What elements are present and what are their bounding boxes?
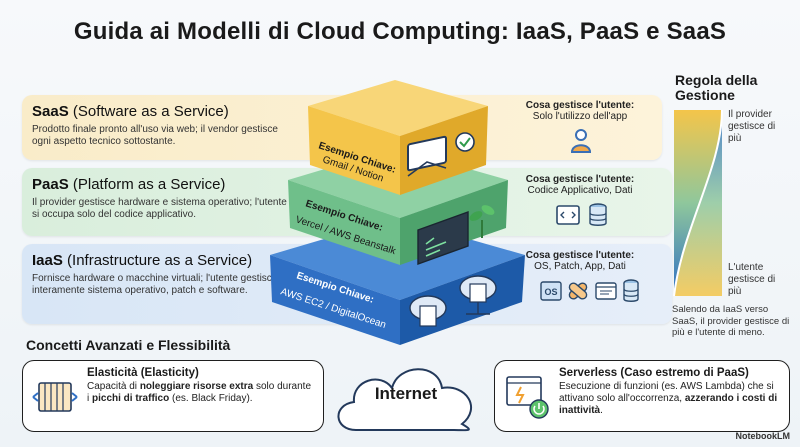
rule-provider-text: Il provider gestisce di più: [728, 109, 776, 144]
cloud-stack-pyramid: Esempio Chiave: Gmail / Notion Esempio C…: [270, 80, 525, 345]
envelope-icon: [407, 135, 447, 177]
iaas-user-label: Cosa gestisce l'utente:: [525, 250, 635, 261]
saas-title: SaaS (Software as a Service): [32, 103, 652, 120]
accordion-icon: [32, 382, 78, 412]
iaas-name: IaaS: [32, 252, 63, 269]
database-icon: [623, 279, 639, 302]
code-window-icon: [556, 205, 580, 225]
page-title: Guida ai Modelli di Cloud Computing: Iaa…: [73, 18, 727, 45]
iaas-full-name: (Infrastructure as a Service): [67, 252, 253, 269]
responsibility-gradient: [673, 109, 723, 297]
section-title: Concetti Avanzati e Flessibilità: [26, 337, 231, 353]
sprout-icon: [469, 205, 495, 238]
patch-icon: [568, 282, 588, 300]
saas-user-value: Solo l'utilizzo dell'app: [532, 111, 628, 122]
paas-name: PaaS: [32, 176, 69, 193]
rule-user-text: L'utente gestisce di più: [728, 262, 776, 297]
cloud-server-icon: [409, 295, 447, 327]
paas-description: Il provider gestisce hardware e sistema …: [32, 197, 287, 220]
serverless-description: Esecuzione di funzioni (es. AWS Lambda) …: [559, 381, 778, 416]
os-icon: OS: [540, 281, 562, 301]
server-icon: [459, 275, 497, 315]
paas-full-name: (Platform as a Service): [72, 176, 226, 193]
checkmark-icon: [455, 132, 475, 152]
user-icon: [570, 129, 592, 153]
paas-user-label: Cosa gestisce l'utente:: [525, 174, 635, 185]
iaas-user-value: OS, Patch, App, Dati: [534, 261, 626, 272]
serverless-card: Serverless (Caso estremo di PaaS) Esecuz…: [494, 360, 790, 432]
database-icon: [589, 203, 607, 226]
app-window-icon: [595, 282, 617, 300]
paas-user-manages: Cosa gestisce l'utente: Codice Applicati…: [510, 174, 650, 196]
elasticity-card: Elasticità (Elasticity) Capacità di nole…: [22, 360, 324, 432]
elasticity-title: Elasticità (Elasticity): [87, 367, 199, 379]
svg-text:OS: OS: [544, 287, 557, 297]
serverless-title: Serverless (Caso estremo di PaaS): [559, 367, 749, 379]
cloud-icon: [337, 368, 473, 432]
code-window-icon: [417, 211, 469, 265]
provider-share-shape: [674, 110, 722, 296]
paas-user-value: Codice Applicativo, Dati: [527, 185, 633, 196]
saas-user-label: Cosa gestisce l'utente:: [525, 100, 635, 111]
iaas-title: IaaS (Infrastructure as a Service): [32, 252, 662, 269]
iaas-user-manages: Cosa gestisce l'utente: OS, Patch, App, …: [510, 250, 650, 272]
internet-label: Internet: [374, 384, 438, 403]
saas-full-name: (Software as a Service): [72, 103, 229, 120]
iaas-description: Fornisce hardware o macchine virtuali; l…: [32, 273, 278, 296]
rule-title: Regola della Gestione: [675, 72, 758, 103]
notebooklm-badge: NotebookLM: [735, 431, 791, 441]
saas-user-manages: Cosa gestisce l'utente: Solo l'utilizzo …: [510, 100, 650, 122]
lambda-icon: [506, 376, 549, 419]
rule-note: Salendo da IaaS verso SaaS, il provider …: [672, 304, 790, 338]
paas-title: PaaS (Platform as a Service): [32, 176, 662, 193]
elasticity-description: Capacità di noleggiare risorse extra sol…: [87, 381, 312, 404]
saas-name: SaaS: [32, 103, 69, 120]
saas-description: Prodotto finale pronto all'uso via web; …: [32, 124, 278, 147]
user-share-shape: [674, 110, 722, 296]
